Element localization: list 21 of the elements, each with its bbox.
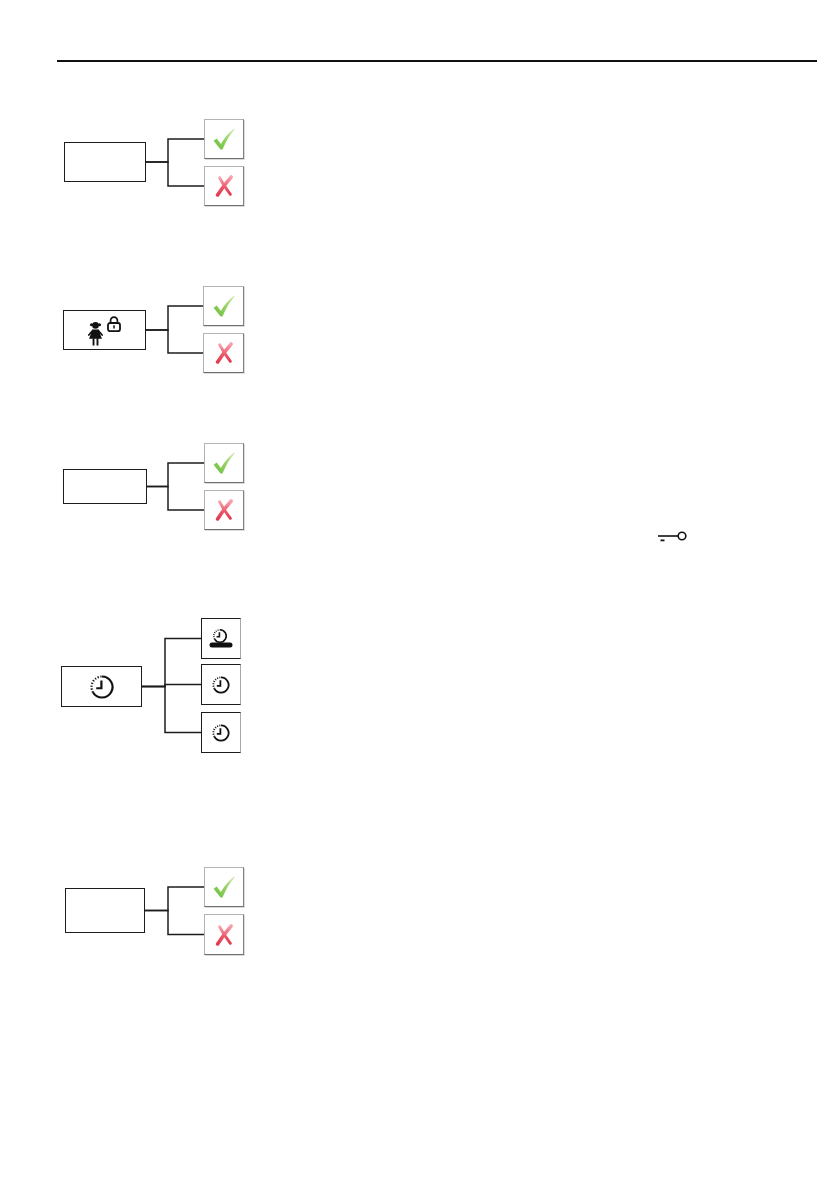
connector-line [146,485,205,511]
icon-tile [204,914,244,955]
icon-tile [203,286,244,326]
empty-box [63,469,147,504]
icon-tile [204,166,244,206]
icon-box [61,666,142,707]
connector-line [141,685,202,734]
empty-box [65,888,145,933]
connector-line [144,909,205,936]
icon-tile [201,618,241,659]
connector-line [145,161,205,187]
icon-tile [204,119,244,159]
icon-tile [203,333,244,373]
empty-box [64,142,146,182]
icon-box [63,310,146,350]
icon-tile [201,712,241,753]
icon-tile [204,443,244,483]
icon-tile [201,664,241,705]
connector-line [145,329,204,354]
icon-tile [204,867,244,907]
icon-tile [204,490,244,530]
